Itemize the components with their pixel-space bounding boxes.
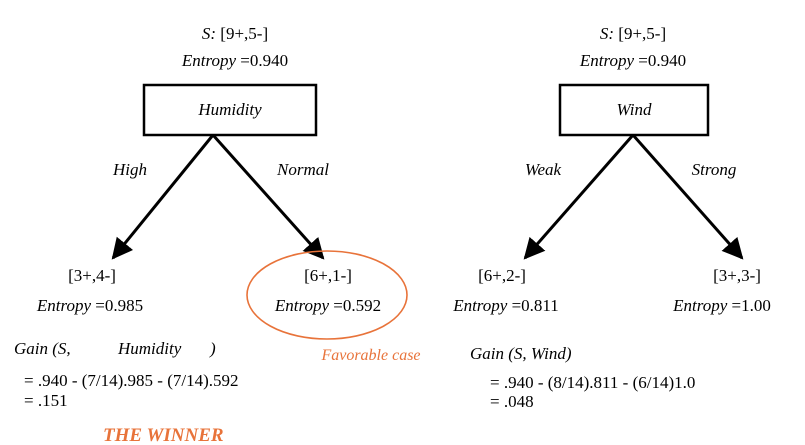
high-leaf-counts: [3+,4-] <box>68 266 116 285</box>
branch-label-weak: Weak <box>525 160 562 179</box>
high-leaf-entropy: Entropy =0.985 <box>36 296 143 315</box>
entropy-value: =0.985 <box>95 296 143 315</box>
branch-label-high: High <box>112 160 147 179</box>
set-counts: [9+,5-] <box>220 24 268 43</box>
entropy-word: Entropy <box>452 296 508 315</box>
strong-leaf-counts: [3+,3-] <box>713 266 761 285</box>
strong-branch-arrow <box>631 134 744 260</box>
favorable-case-highlight <box>246 250 408 340</box>
high-branch-arrow <box>111 134 215 260</box>
humidity-root-set: S: [9+,5-] <box>202 24 268 43</box>
set-prefix: S: <box>600 24 614 43</box>
set-counts: [9+,5-] <box>618 24 666 43</box>
entropy-word: Entropy <box>579 51 635 70</box>
set-prefix: S: <box>202 24 216 43</box>
branch-label-normal: Normal <box>276 160 329 179</box>
humidity-root-entropy: Entropy =0.940 <box>181 51 288 70</box>
humidity-gain-prefix: Gain (S, <box>14 339 71 358</box>
entropy-value: =0.940 <box>638 51 686 70</box>
normal-branch-arrow <box>211 134 325 260</box>
favorable-case-label: Favorable case <box>320 347 420 364</box>
wind-node-label: Wind <box>617 100 652 119</box>
weak-leaf-entropy: Entropy =0.811 <box>452 296 559 315</box>
winner-label: THE WINNER <box>103 425 224 445</box>
weak-leaf-counts: [6+,2-] <box>478 266 526 285</box>
humidity-node-label: Humidity <box>197 100 262 119</box>
entropy-value: =0.592 <box>333 296 381 315</box>
wind-gain-calc: = .940 - (8/14).811 - (6/14)1.0 <box>490 373 695 392</box>
wind-root-entropy: Entropy =0.940 <box>579 51 686 70</box>
humidity-gain-suffix: ) <box>209 339 216 358</box>
normal-leaf-entropy: Entropy =0.592 <box>274 296 381 315</box>
humidity-gain-calc: = .940 - (7/14).985 - (7/14).592 <box>24 371 239 390</box>
entropy-word: Entropy <box>36 296 92 315</box>
humidity-node-box <box>142 83 318 137</box>
branch-label-strong: Strong <box>692 160 737 179</box>
weak-branch-arrow <box>523 134 635 260</box>
wind-gain-label: Gain (S, Wind) <box>470 344 572 363</box>
entropy-value: =0.811 <box>512 296 559 315</box>
wind-gain-result: = .048 <box>490 392 534 411</box>
humidity-tree: S: [9+,5-] Entropy =0.940 Humidity High … <box>14 24 421 445</box>
entropy-word: Entropy <box>181 51 237 70</box>
humidity-gain-result: = .151 <box>24 391 68 410</box>
strong-leaf-entropy: Entropy =1.00 <box>672 296 771 315</box>
entropy-value: =0.940 <box>240 51 288 70</box>
entropy-word: Entropy <box>672 296 728 315</box>
wind-tree: S: [9+,5-] Entropy =0.940 Wind Weak Stro… <box>452 24 771 411</box>
wind-root-set: S: [9+,5-] <box>600 24 666 43</box>
normal-leaf-counts: [6+,1-] <box>304 266 352 285</box>
entropy-word: Entropy <box>274 296 330 315</box>
entropy-value: =1.00 <box>732 296 771 315</box>
humidity-gain-attr: Humidity <box>117 339 182 358</box>
